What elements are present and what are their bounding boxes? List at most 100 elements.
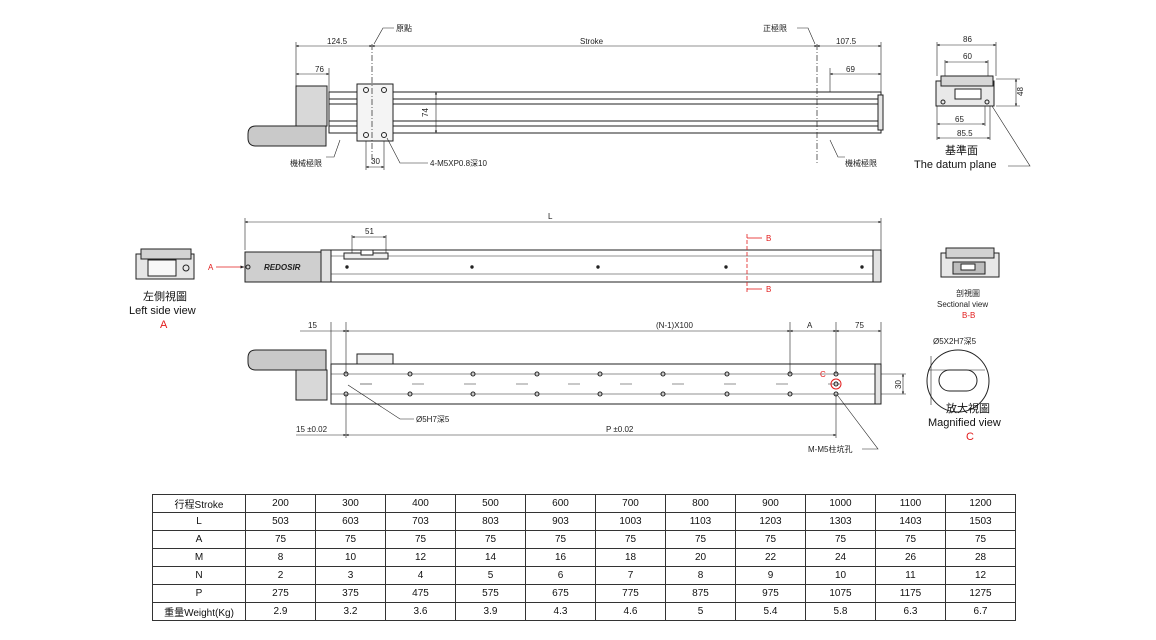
- row-header: N: [152, 566, 246, 585]
- table-cell: 803: [455, 512, 526, 531]
- table-cell: 6.3: [875, 602, 946, 621]
- dim-69: 69: [846, 65, 855, 74]
- sectional-view: [940, 247, 1000, 278]
- section-en: Sectional view: [937, 300, 988, 309]
- mag-letter: C: [966, 431, 974, 443]
- table-cell: 75: [595, 530, 666, 549]
- table-cell: 75: [875, 530, 946, 549]
- table-cell: 5: [665, 602, 736, 621]
- table-cell: 1200: [945, 494, 1016, 513]
- table-cell: 1003: [595, 512, 666, 531]
- table-cell: 6.7: [945, 602, 1016, 621]
- mag-cn: 放大視圖: [946, 401, 990, 415]
- dim-124-5: 124.5: [327, 37, 348, 46]
- table-cell: 7: [595, 566, 666, 585]
- m-note: M-M5柱坑孔: [808, 444, 852, 454]
- motor-body: [295, 85, 328, 127]
- table-cell: 28: [945, 548, 1016, 567]
- table-cell: 903: [525, 512, 596, 531]
- top-view-labels: 原點 正極限 124.5 Stroke 107.5 76 69 74 30 機械…: [290, 23, 877, 168]
- table-cell: 11: [875, 566, 946, 585]
- table-cell: 4.6: [595, 602, 666, 621]
- dim-30-bottom: 30: [894, 380, 903, 389]
- table-cell: 1303: [805, 512, 876, 531]
- end-view: [935, 42, 1031, 167]
- datum-cn: 基準面: [945, 143, 978, 157]
- table-cell: 5.4: [735, 602, 806, 621]
- table-cell: 75: [245, 530, 316, 549]
- table-cell: 24: [805, 548, 876, 567]
- section-cn: 剖視圖: [956, 288, 980, 298]
- hole-note: 4-M5XP0.8深10: [430, 159, 487, 168]
- table-cell: 3.6: [385, 602, 456, 621]
- table-cell: 8: [245, 548, 316, 567]
- table-cell: 703: [385, 512, 456, 531]
- table-cell: 4: [385, 566, 456, 585]
- pin-note: Ø5H7深5: [416, 415, 450, 424]
- dim-85-5: 85.5: [957, 129, 973, 138]
- table-cell: 503: [245, 512, 316, 531]
- dim-107-5: 107.5: [836, 37, 857, 46]
- table-cell: 1075: [805, 584, 876, 603]
- table-cell: 1103: [665, 512, 736, 531]
- table-cell: 1175: [875, 584, 946, 603]
- section-letter: B-B: [962, 311, 975, 320]
- table-cell: 1403: [875, 512, 946, 531]
- table-cell: 10: [315, 548, 386, 567]
- table-cell: 75: [735, 530, 806, 549]
- row-header: M: [152, 548, 246, 567]
- sectional-view-labels: 剖視圖 Sectional view B-B: [937, 288, 988, 320]
- rail-top: [328, 91, 882, 134]
- left-side-view: [135, 248, 195, 280]
- table-cell: 9: [735, 566, 806, 585]
- table-cell: 775: [595, 584, 666, 603]
- dim-l: L: [548, 212, 553, 221]
- slot-note: Ø5X2H7深5: [933, 337, 977, 346]
- table-cell: 10: [805, 566, 876, 585]
- table-cell: 500: [455, 494, 526, 513]
- row-header: L: [152, 512, 246, 531]
- section-b-top: B: [766, 234, 771, 243]
- table-cell: 4.3: [525, 602, 596, 621]
- dim-74: 74: [421, 108, 430, 117]
- table-cell: 75: [805, 530, 876, 549]
- table-cell: 75: [945, 530, 1016, 549]
- table-cell: 400: [385, 494, 456, 513]
- table-cell: 22: [735, 548, 806, 567]
- table-cell: 2: [245, 566, 316, 585]
- dim-76: 76: [315, 65, 324, 74]
- table-cell: 18: [595, 548, 666, 567]
- left-view-letter: A: [160, 319, 168, 331]
- motor-side: [244, 251, 322, 283]
- dim-pitch: (N-1)X100: [656, 321, 693, 330]
- table-cell: 975: [735, 584, 806, 603]
- table-cell: 575: [455, 584, 526, 603]
- motor-cover: [247, 125, 327, 147]
- dim-30-top: 30: [371, 157, 380, 166]
- bottom-view-labels: 15 (N-1)X100 A 75 30 C Ø5H7深5 15 ±0.02 P…: [296, 321, 1001, 454]
- mech-limit-right: 機械極限: [845, 158, 877, 168]
- table-cell: 16: [525, 548, 596, 567]
- table-cell: 603: [315, 512, 386, 531]
- dim-60: 60: [963, 52, 972, 61]
- table-cell: 26: [875, 548, 946, 567]
- row-header: 重量Weight(Kg): [152, 602, 246, 621]
- table-cell: 20: [665, 548, 736, 567]
- section-b-bottom: B: [766, 285, 771, 294]
- top-view: [247, 27, 884, 170]
- table-cell: 3.2: [315, 602, 386, 621]
- table-cell: 275: [245, 584, 316, 603]
- dim-15: 15: [308, 321, 317, 330]
- magnified-circle: [926, 349, 990, 413]
- motor-bottom-cover: [247, 349, 327, 371]
- origin-label: 原點: [396, 23, 412, 33]
- table-cell: 675: [525, 584, 596, 603]
- dim-86: 86: [963, 35, 972, 44]
- table-cell: 8: [665, 566, 736, 585]
- left-view-en: Left side view: [129, 305, 196, 317]
- dim-p-tol: P ±0.02: [606, 425, 634, 434]
